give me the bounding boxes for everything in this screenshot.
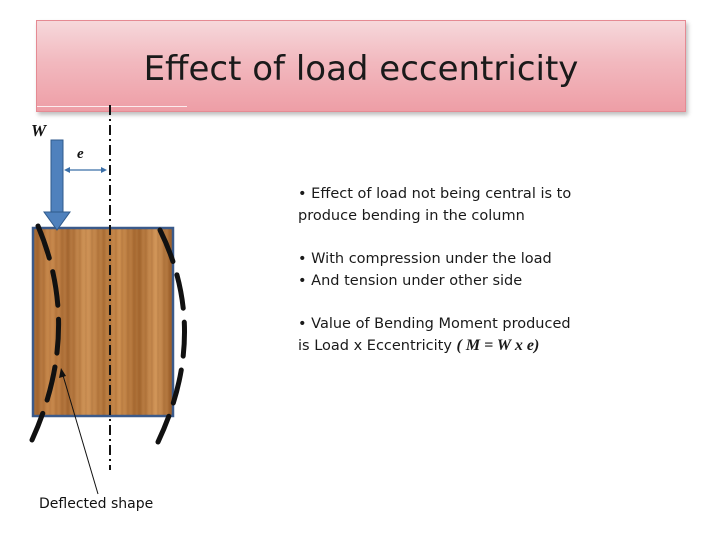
bullet-3-line-2: is Load x Eccentricity xyxy=(298,338,457,354)
bullet-1: • Effect of load not being central is to… xyxy=(298,183,598,227)
bullet-2: • With compression under the load • And … xyxy=(298,248,598,292)
load-arrow-icon xyxy=(44,140,70,230)
eccentricity-label: e xyxy=(77,146,84,163)
load-label: W xyxy=(31,121,46,141)
bullet-3: • Value of Bending Moment produced is Lo… xyxy=(298,313,598,357)
deflected-shape-label: Deflected shape xyxy=(39,496,153,512)
bullet-list: • Effect of load not being central is to… xyxy=(298,183,598,357)
bullet-3-line-1: • Value of Bending Moment produced xyxy=(298,316,571,332)
bullet-1-line-2: produce bending in the column xyxy=(298,208,525,224)
bullet-2-line-2: • And tension under other side xyxy=(298,273,522,289)
bullet-2-line-1: • With compression under the load xyxy=(298,251,552,267)
bullet-1-line-1: • Effect of load not being central is to xyxy=(298,186,571,202)
bullet-3-formula: ( M = W x e) xyxy=(457,337,540,354)
dimension-arrow-icon xyxy=(64,167,107,173)
wood-column-icon xyxy=(33,228,173,416)
